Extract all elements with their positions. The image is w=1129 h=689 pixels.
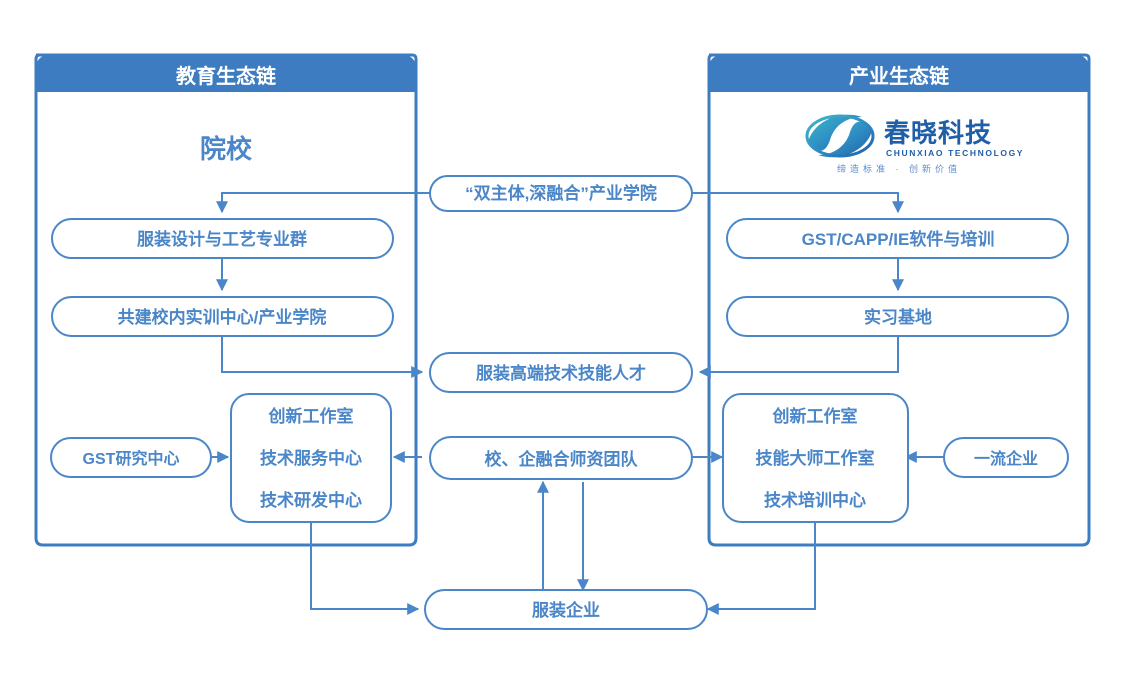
node-right-software[interactable]: GST/CAPP/IE软件与培训 <box>726 218 1069 259</box>
node-left-major-label: 服装设计与工艺专业群 <box>137 229 307 249</box>
node-left-centers-line-1: 创新工作室 <box>268 406 354 426</box>
node-left-centers-line-3: 技术研发中心 <box>260 490 362 510</box>
node-teacher-team-label: 校、企融合师资团队 <box>485 449 639 469</box>
node-left-centers-line-2: 技术服务中心 <box>260 448 362 468</box>
node-right-software-label: GST/CAPP/IE软件与培训 <box>802 229 995 249</box>
node-apparel-enterprise[interactable]: 服装企业 <box>424 589 708 630</box>
connector-left-training-to-talent <box>221 336 424 378</box>
node-right-internship[interactable]: 实习基地 <box>726 296 1069 337</box>
node-left-training-center[interactable]: 共建校内实训中心/产业学院 <box>51 296 394 337</box>
connectors-group <box>212 192 944 615</box>
connector-left-centers-to-apparel <box>310 522 420 615</box>
connector-college-to-left-major <box>216 192 430 214</box>
panel-industry-header <box>709 55 1089 92</box>
node-gst-research-center[interactable]: GST研究中心 <box>50 437 212 478</box>
node-talent[interactable]: 服装高端技术技能人才 <box>429 352 693 393</box>
panel-industry-header-label: 产业生态链 <box>849 64 950 88</box>
node-gst-research-center-label: GST研究中心 <box>83 449 180 468</box>
node-left-training-center-label: 共建校内实训中心/产业学院 <box>118 307 327 327</box>
node-industry-college[interactable]: “双主体,深融合”产业学院 <box>429 175 693 212</box>
panel-education-header <box>36 55 416 92</box>
node-right-centers-line-3: 技术培训中心 <box>764 490 866 510</box>
connector-right-centers-to-apparel <box>706 522 816 615</box>
logo-tagline: 缔造标准 · 创新价值 <box>837 163 961 174</box>
node-right-centers-line-2: 技能大师工作室 <box>756 448 875 468</box>
logo-name-en: CHUNXIAO TECHNOLOGY <box>886 148 1024 158</box>
node-industry-college-label: “双主体,深融合”产业学院 <box>465 183 657 203</box>
node-right-centers-line-1: 创新工作室 <box>772 406 858 426</box>
panel-education-header-label: 教育生态链 <box>176 64 277 88</box>
swirl-eye-logo-icon <box>805 114 875 158</box>
logo-name-cn: 春晓科技 <box>884 118 992 148</box>
node-left-centers[interactable]: 创新工作室 技术服务中心 技术研发中心 <box>230 393 392 523</box>
panel-education-title: 院校 <box>200 134 253 164</box>
node-apparel-enterprise-label: 服装企业 <box>532 600 600 620</box>
node-right-centers[interactable]: 创新工作室 技能大师工作室 技术培训中心 <box>722 393 909 523</box>
node-teacher-team[interactable]: 校、企融合师资团队 <box>429 436 693 480</box>
node-right-internship-label: 实习基地 <box>864 307 932 327</box>
node-talent-label: 服装高端技术技能人才 <box>476 363 646 383</box>
connector-college-to-right-software <box>692 192 904 214</box>
node-top-enterprise[interactable]: 一流企业 <box>943 437 1069 478</box>
connector-internship-to-talent <box>698 336 899 378</box>
node-top-enterprise-label: 一流企业 <box>974 449 1038 468</box>
node-left-major[interactable]: 服装设计与工艺专业群 <box>51 218 394 259</box>
